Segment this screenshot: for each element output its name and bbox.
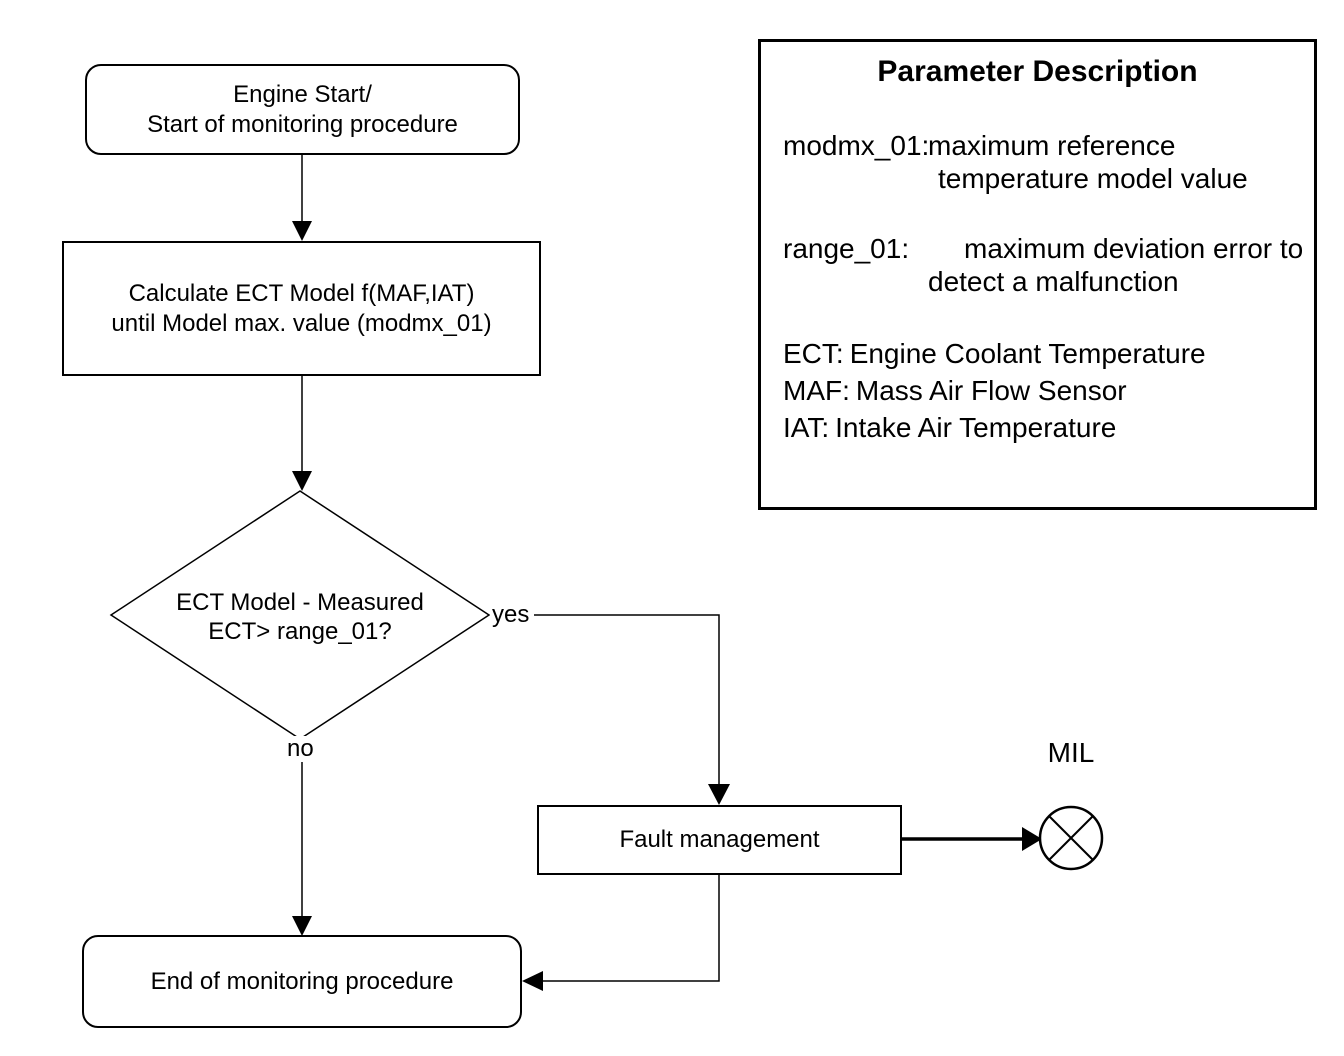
abbreviation-ect-definition: Engine Coolant Temperature <box>849 338 1206 369</box>
decision-node-text: ECT Model - Measured ECT> range_01? <box>150 587 450 647</box>
end-node-label: End of monitoring procedure <box>150 967 454 995</box>
arrowhead-no-branch <box>292 916 312 936</box>
parameter-entry-modmx-def-line2: temperature model value <box>938 163 1248 194</box>
abbreviation-maf-definition: Mass Air Flow Sensor <box>855 375 1127 406</box>
parameter-entry-range-term: range_01: <box>783 233 910 264</box>
connector-yes-branch <box>534 614 720 786</box>
abbreviation-iat-definition: Intake Air Temperature <box>835 412 1117 443</box>
abbreviation-maf: MAF:Mass Air Flow Sensor <box>783 372 1304 409</box>
connector-fault-to-end <box>543 875 720 982</box>
decision-node-line2: ECT> range_01? <box>208 618 392 645</box>
arrowhead-yes-branch <box>708 784 730 805</box>
parameter-entry-range-def-line2: detect a malfunction <box>928 266 1179 297</box>
decision-node-line1: ECT Model - Measured <box>176 589 424 616</box>
calculate-node-line1: Calculate ECT Model f(MAF,IAT) <box>128 279 475 307</box>
abbreviation-ect: ECT:Engine Coolant Temperature <box>783 335 1304 372</box>
yes-edge-label: yes <box>490 601 532 628</box>
fault-management-label: Fault management <box>619 826 820 853</box>
no-edge-label: no <box>285 735 316 762</box>
parameter-description-box: Parameter Description modmx_01: maximum … <box>758 39 1317 510</box>
mil-lamp-cross-line-2 <box>1048 815 1094 861</box>
end-node: End of monitoring procedure <box>82 935 522 1028</box>
parameter-entry-modmx-term: modmx_01: <box>783 130 930 161</box>
arrowhead-fault-to-mil <box>1022 827 1042 851</box>
parameter-entry-modmx-definition: maximum reference temperature model valu… <box>928 129 1304 195</box>
start-node-line1: Engine Start/ <box>233 80 372 108</box>
parameter-entry-range: range_01: maximum deviation error to det… <box>783 232 1304 298</box>
mil-label: MIL <box>1047 737 1095 768</box>
arrowhead-fault-to-end <box>522 971 543 991</box>
abbreviation-list: ECT:Engine Coolant Temperature MAF:Mass … <box>783 335 1304 446</box>
parameter-entry-modmx-def-line1: maximum reference <box>928 130 1176 161</box>
parameter-entry-modmx: modmx_01: maximum reference temperature … <box>783 129 1304 195</box>
start-node-line2: Start of monitoring procedure <box>147 110 458 138</box>
abbreviation-maf-term: MAF: <box>783 375 850 406</box>
fault-management-node: Fault management <box>537 805 902 875</box>
abbreviation-iat-term: IAT: <box>783 412 830 443</box>
arrowhead-start-to-calculate <box>292 221 312 241</box>
arrowhead-calculate-to-decision <box>292 471 312 491</box>
start-node: Engine Start/ Start of monitoring proced… <box>85 64 520 155</box>
abbreviation-ect-term: ECT: <box>783 338 844 369</box>
parameter-entry-range-def-line1: maximum deviation error to <box>964 233 1304 264</box>
abbreviation-iat: IAT:Intake Air Temperature <box>783 409 1304 446</box>
calculate-node: Calculate ECT Model f(MAF,IAT) until Mod… <box>62 241 541 376</box>
calculate-node-line2: until Model max. value (modmx_01) <box>111 309 492 337</box>
parameter-description-title: Parameter Description <box>877 55 1198 88</box>
parameter-entry-range-definition: maximum deviation error to detect a malf… <box>928 232 1304 298</box>
